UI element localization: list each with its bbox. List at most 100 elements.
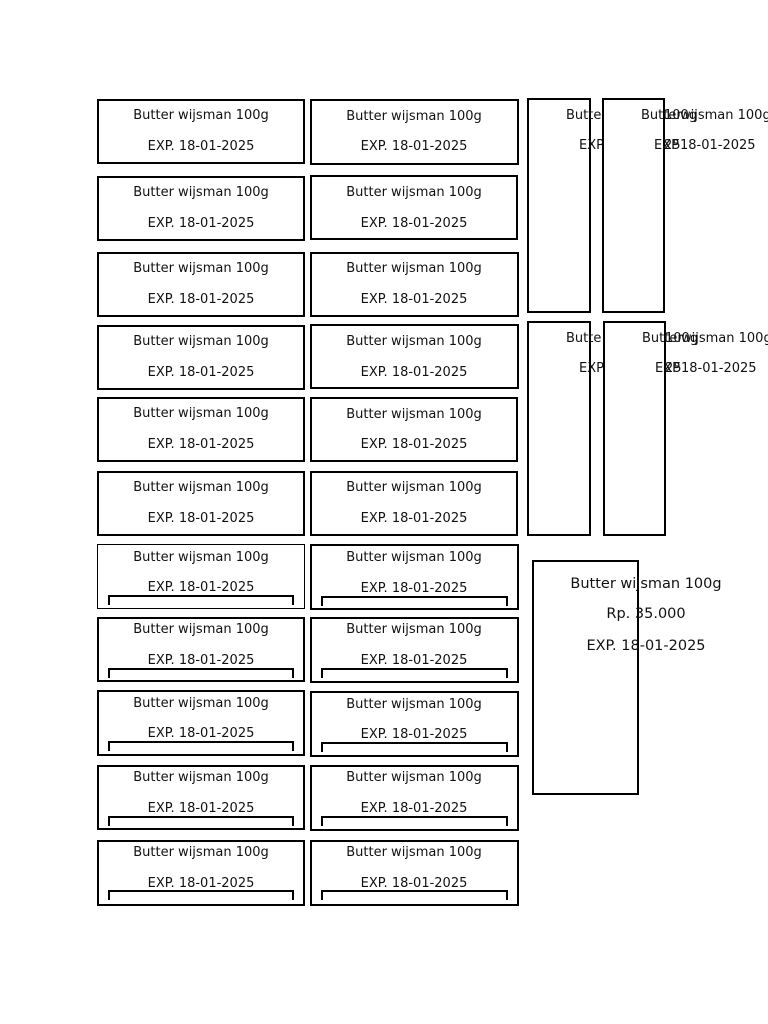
price-label-expiry-text: EXP. 18-01-2025 [586, 638, 706, 654]
narrow-label-expiry-text: EXP [654, 138, 679, 153]
narrow-label-expiry-text: 25 [664, 138, 681, 153]
label-expiry-text: EXP. 18-01-2025 [360, 511, 468, 526]
label-card [310, 175, 518, 240]
label-product-text: Butter wijsman 100g [346, 697, 482, 712]
label-expiry-text: EXP. 18-01-2025 [147, 511, 255, 526]
label-product-text: Butter wijsman 100g [133, 108, 269, 123]
label-card [310, 252, 519, 317]
label-expiry-text: EXP. 18-01-2025 [147, 801, 255, 816]
narrow-label-card [603, 321, 666, 536]
label-card [97, 99, 305, 164]
label-expiry-text: EXP. 18-01-2025 [147, 653, 255, 668]
cut-bracket [321, 816, 508, 826]
cut-bracket [321, 742, 508, 752]
label-expiry-text: EXP. 18-01-2025 [360, 653, 468, 668]
label-card [310, 617, 519, 683]
cut-bracket [321, 890, 508, 900]
label-card [310, 544, 519, 610]
label-expiry-text: EXP. 18-01-2025 [360, 801, 468, 816]
label-product-text: Butter wijsman 100g [346, 845, 482, 860]
narrow-label-product-text: wijsman 100g [681, 331, 768, 346]
cut-bracket [108, 890, 294, 900]
label-product-text: Butter wijsman 100g [133, 185, 269, 200]
narrow-label-expiry-text: EXP [579, 361, 603, 376]
label-expiry-text: EXP. 18-01-2025 [360, 139, 468, 154]
label-product-text: Butter wijsman 100g [346, 334, 482, 349]
label-expiry-text: EXP. 18-01-2025 [147, 876, 255, 891]
label-product-text: Butter wijsman 100g [133, 770, 269, 785]
narrow-label-expiry-text: 18-01-2025 [681, 361, 757, 376]
cut-bracket [108, 741, 294, 751]
narrow-label-text-area: Butte EXP [560, 108, 603, 168]
label-product-text: Butter wijsman 100g [133, 550, 269, 565]
cut-bracket [321, 668, 508, 678]
label-product-text: Butter wijsman 100g [346, 109, 482, 124]
label-product-text: Butter wijsman 100g [346, 185, 482, 200]
label-expiry-text: EXP. 18-01-2025 [360, 216, 468, 231]
label-card [97, 325, 305, 390]
label-card [97, 252, 305, 317]
label-card [97, 544, 305, 609]
narrow-label-product-text: Butte [566, 108, 602, 123]
narrow-label-expiry-text: EXP [655, 361, 680, 376]
label-expiry-text: EXP. 18-01-2025 [147, 139, 255, 154]
label-card [310, 691, 519, 757]
label-card [97, 471, 305, 536]
label-card [310, 99, 519, 165]
label-card [310, 765, 519, 831]
label-card [310, 840, 519, 906]
label-card [97, 765, 305, 830]
narrow-label-text-area: Butte EXP [560, 331, 603, 391]
label-card [97, 617, 305, 682]
label-expiry-text: EXP. 18-01-2025 [360, 292, 468, 307]
price-label-price-text: Rp. 35.000 [606, 606, 686, 622]
narrow-label-card [602, 98, 665, 313]
narrow-label-expiry-text: EXP [579, 138, 603, 153]
label-product-text: Butter wijsman 100g [346, 407, 482, 422]
label-expiry-text: EXP. 18-01-2025 [147, 292, 255, 307]
narrow-label-product-text: wijsman 100g [680, 108, 768, 123]
label-expiry-text: EXP. 18-01-2025 [147, 437, 255, 452]
narrow-label-expiry-text: 25 [665, 361, 682, 376]
label-expiry-text: EXP. 18-01-2025 [147, 365, 255, 380]
label-expiry-text: EXP. 18-01-2025 [147, 726, 255, 741]
cut-bracket [108, 668, 294, 678]
label-expiry-text: EXP. 18-01-2025 [360, 581, 468, 596]
narrow-label-weight-text: 100g [664, 108, 698, 123]
label-expiry-text: EXP. 18-01-2025 [147, 216, 255, 231]
narrow-label-product-text: Butter [642, 331, 683, 346]
label-product-text: Butter wijsman 100g [133, 696, 269, 711]
label-product-text: Butter wijsman 100g [346, 622, 482, 637]
narrow-label-expiry-text: 18-01-2025 [680, 138, 756, 153]
label-product-text: Butter wijsman 100g [133, 261, 269, 276]
cut-bracket [321, 596, 508, 606]
label-expiry-text: EXP. 18-01-2025 [360, 365, 468, 380]
narrow-label-product-text: Butte [566, 331, 602, 346]
narrow-label-card [527, 321, 591, 536]
label-product-text: Butter wijsman 100g [133, 622, 269, 637]
price-label-card [532, 560, 639, 795]
label-product-text: Butter wijsman 100g [346, 261, 482, 276]
label-expiry-text: EXP. 18-01-2025 [360, 727, 468, 742]
label-card [97, 397, 305, 462]
label-product-text: Butter wijsman 100g [346, 480, 482, 495]
label-card [97, 690, 305, 756]
label-expiry-text: EXP. 18-01-2025 [360, 437, 468, 452]
narrow-label-card [527, 98, 591, 313]
price-label-product-text: Butter wijsman 100g [570, 576, 722, 592]
label-card [310, 471, 518, 536]
label-product-text: Butter wijsman 100g [133, 480, 269, 495]
label-product-text: Butter wijsman 100g [346, 550, 482, 565]
label-product-text: Butter wijsman 100g [133, 406, 269, 421]
cut-bracket [108, 816, 294, 826]
label-product-text: Butter wijsman 100g [346, 770, 482, 785]
label-card [310, 397, 518, 462]
label-expiry-text: EXP. 18-01-2025 [360, 876, 468, 891]
cut-bracket [108, 595, 294, 605]
label-card [97, 840, 305, 906]
label-product-text: Butter wijsman 100g [133, 845, 269, 860]
label-expiry-text: EXP. 18-01-2025 [147, 580, 255, 595]
label-card [97, 176, 305, 241]
narrow-label-weight-text: 100g [665, 331, 699, 346]
